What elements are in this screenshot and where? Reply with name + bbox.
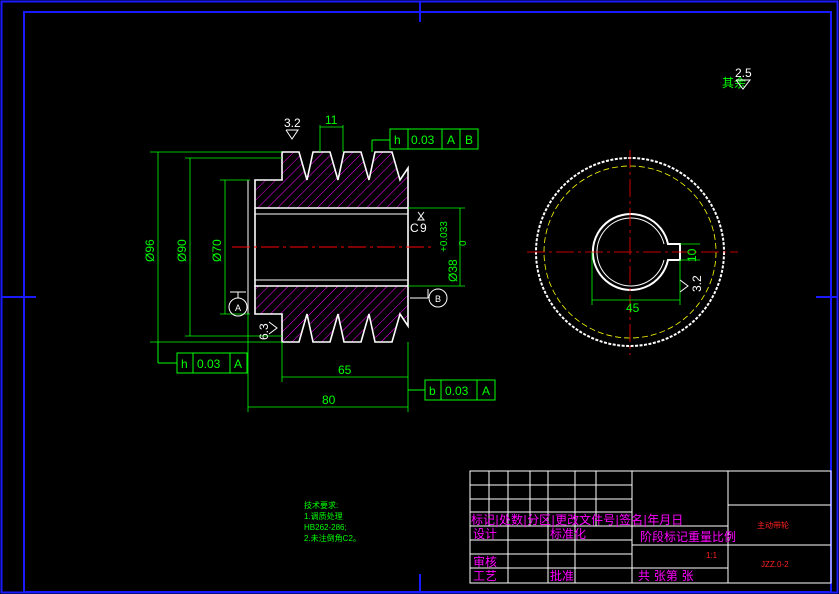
tb-stage-label: 阶段标记重量比例 [640, 529, 736, 544]
tol-left-datum: A [234, 357, 242, 371]
dim-dia-96: Ø96 [143, 239, 157, 262]
dim-width-80: 80 [322, 393, 336, 407]
lower-section-hatch [254, 285, 409, 343]
dim-dia-90: Ø90 [175, 239, 189, 262]
dim-pitch-11: 11 [325, 113, 338, 127]
tolerance-frame-top: h 0.03 A B [371, 128, 479, 152]
corner-roughness: 其余 2.5 [722, 66, 752, 90]
datum-a-label: A [235, 303, 241, 313]
dim-bore-tol-upper: +0.033 [439, 221, 450, 252]
notes-title: 技术要求: [304, 500, 338, 510]
tol-bottom-symbol: b [429, 384, 436, 398]
tb-design: 设计 [473, 527, 497, 541]
notes-line1: 1.调质处理 [304, 511, 343, 521]
roughness-left: 6.3 [257, 323, 271, 340]
title-block [469, 470, 832, 584]
notes-line3: 2.未注倒角C2。 [304, 533, 361, 543]
upper-section-hatch [254, 151, 409, 209]
tolerance-frame-left: h 0.03 A [157, 342, 248, 374]
chamfer-mark: C [410, 221, 419, 235]
tolerance-frame-bottom: b 0.03 A [408, 379, 496, 401]
dim-keyway-45: 45 [626, 301, 640, 315]
datum-b-label: B [435, 294, 441, 304]
roughness-corner-value: 2.5 [735, 66, 752, 80]
tb-part-name: 主动带轮 [757, 520, 789, 530]
dim-dia-70: Ø70 [210, 239, 224, 262]
notes-line2: HB262-286; [304, 523, 347, 532]
bore-keyway [591, 213, 681, 291]
roughness-keyway: 3.2 [690, 275, 704, 292]
dim-bore-tol-lower: 0 [458, 240, 469, 246]
tb-standardize: 标准化 [550, 527, 586, 541]
technical-notes: 技术要求: 1.调质处理 HB262-286; 2.未注倒角C2。 [304, 500, 361, 543]
tol-left-symbol: h [181, 357, 188, 371]
tb-craft: 工艺 [473, 569, 497, 583]
dim-bore: Ø38 [446, 259, 460, 282]
dim-keyway-10: 10 [685, 248, 699, 262]
tol-bottom-value: 0.03 [445, 384, 469, 398]
tol-top-datum-b: B [465, 133, 473, 147]
roughness-top: 3.2 [284, 116, 301, 130]
tol-bottom-datum: A [482, 384, 490, 398]
tb-sheets: 共 张第 张 [638, 569, 694, 583]
tb-row1: 标记|处数|分区|更改文件号|签名|年月日 [471, 512, 683, 527]
roughness-right: 9 [420, 221, 427, 235]
datum-a-marker: A [228, 291, 248, 317]
end-view: 45 10 3.2 [527, 150, 738, 355]
tb-approve: 批准 [550, 568, 574, 583]
tb-part-code: JZZ.0-2 [761, 560, 789, 569]
tb-review: 审核 [473, 554, 497, 569]
tb-scale: 1:1 [706, 551, 718, 560]
roughness-corner-prefix: 其余 [722, 75, 746, 90]
tol-left-value: 0.03 [197, 357, 221, 371]
datum-b-marker: B [410, 288, 448, 308]
section-view: Ø96 Ø90 Ø70 Ø38 +0.033 0 65 80 11 3.2 9 … [143, 113, 496, 412]
tol-top-datum-a: A [447, 133, 455, 147]
tol-top-value: 0.03 [411, 133, 435, 147]
inner-border [23, 11, 832, 593]
dim-width-65: 65 [338, 363, 352, 377]
tol-top-symbol: h [394, 133, 401, 147]
